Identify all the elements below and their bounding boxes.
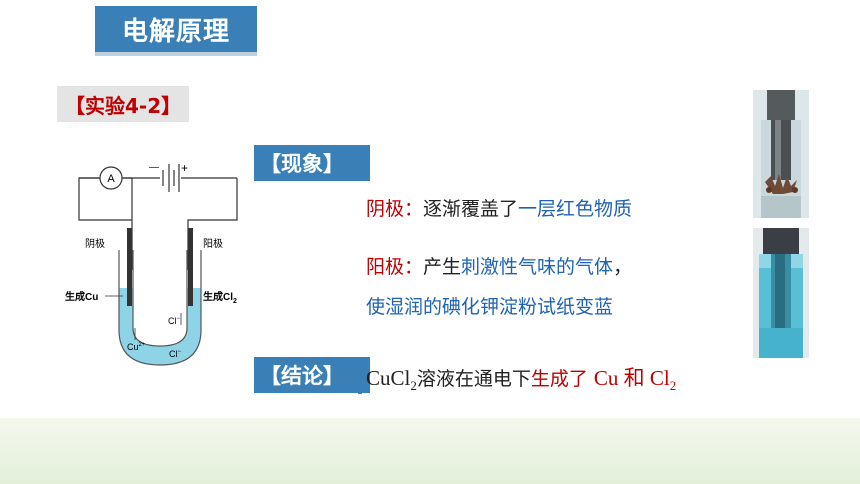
phenomenon-tag-tail <box>358 167 362 181</box>
anode-text-1: 产生 <box>423 256 462 278</box>
anode-label: 阳极 <box>366 256 405 278</box>
cl2-subscript: 2 <box>669 377 677 393</box>
experiment-label: 【实验4-2】 <box>57 86 190 122</box>
conclusion-mid: 溶液在通电下 <box>416 368 531 390</box>
cucl-formula: CuCl <box>366 366 411 390</box>
anode-observation: 阳极：产生刺激性气味的气体， <box>366 252 632 279</box>
ion-cl-lower: Cl− <box>169 349 182 359</box>
ion-cl-upper-text: Cl <box>168 316 177 326</box>
phenomenon-label: 【现象】 <box>254 145 370 181</box>
circuit-wire-left <box>78 177 133 270</box>
u-tube-inner <box>132 250 188 347</box>
anode-rod <box>188 228 193 306</box>
cathode-label: 阴极 <box>366 198 405 220</box>
cathode-text-1: 逐渐覆盖了 <box>423 198 519 220</box>
electrolysis-diagram: A — + 阴极 阳极 生成Cu 生成Cl2 Cl− Cu2+ Cl− <box>65 161 238 366</box>
ammeter-icon <box>99 166 123 190</box>
cathode-diagram-label: 阴极 <box>85 237 105 250</box>
ammeter-label: A <box>107 173 115 185</box>
ion-cl-upper: Cl− <box>168 316 181 326</box>
cathode-rod <box>127 228 132 306</box>
battery-plus: + <box>181 161 188 175</box>
u-tube-solution <box>119 288 201 365</box>
anode-text-3: ， <box>613 256 633 278</box>
conclusion-gen: 生成了 <box>530 368 588 390</box>
cathode-text-2: 一层红色物质 <box>518 198 633 220</box>
conclusion-products: Cu 和 Cl <box>593 366 670 390</box>
u-tube-outer <box>118 250 202 366</box>
circuit-wire-right-down <box>187 178 238 270</box>
ion-cu-text: Cu <box>127 342 139 352</box>
cathode-colon: ： <box>404 198 424 220</box>
title-underline <box>95 52 257 56</box>
conclusion-label: 【结论】 <box>254 357 370 393</box>
ion-cl-lower-charge: − <box>178 349 182 355</box>
page-title: 电解原理 <box>95 6 257 52</box>
ion-cu-charge: 2+ <box>139 342 146 348</box>
ion-cl-lower-text: Cl <box>169 349 178 359</box>
gen-cu-label: 生成Cu <box>65 290 98 303</box>
cathode-observation: 阴极：逐渐覆盖了一层红色物质 <box>366 194 632 221</box>
ion-cu: Cu2+ <box>127 342 146 352</box>
anode-colon: ： <box>404 256 424 278</box>
anode-photo <box>753 228 809 358</box>
ion-cl-upper-charge: − <box>177 316 181 322</box>
anode-text-2: 刺激性气味的气体 <box>461 256 614 278</box>
conclusion-tag-tail <box>358 380 362 394</box>
bottom-decor-band <box>0 418 860 484</box>
cathode-photo <box>753 90 809 218</box>
gen-cl2-text: 生成Cl <box>203 290 233 303</box>
battery-minus: — <box>149 162 159 173</box>
cucl-subscript: 2 <box>410 377 417 393</box>
gen-cl2-label: 生成Cl2 <box>203 290 237 305</box>
gen-cl2-sub: 2 <box>233 298 237 305</box>
anode-observation-2: 使湿润的碘化钾淀粉试纸变蓝 <box>366 296 614 318</box>
anode-diagram-label: 阳极 <box>203 237 223 250</box>
